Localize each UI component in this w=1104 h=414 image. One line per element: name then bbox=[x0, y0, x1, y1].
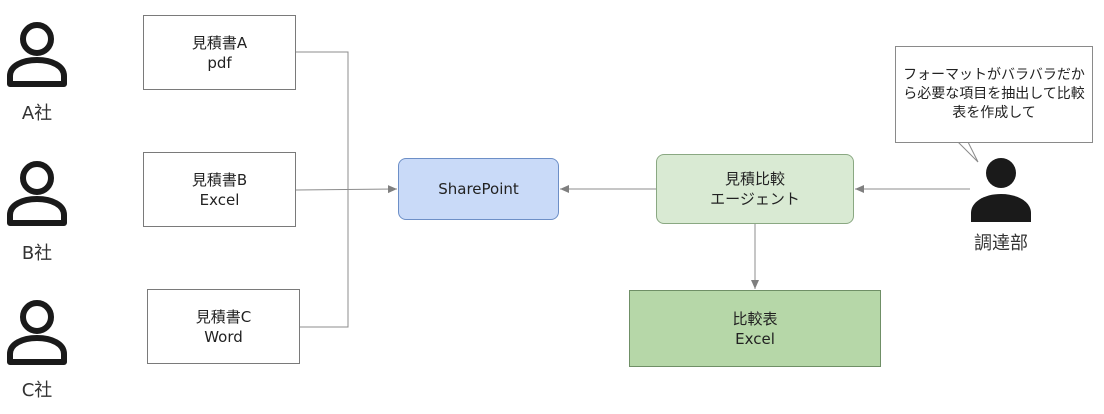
speech-bubble-text: フォーマットがバラバラだから必要な項目を抽出して比較表を作成して bbox=[903, 67, 1085, 121]
document-title: 見積書B bbox=[191, 170, 248, 189]
company-label-c: C社 bbox=[21, 380, 53, 401]
company-label-b: B社 bbox=[21, 243, 53, 264]
document-title: 見積書A bbox=[191, 33, 248, 52]
document-box-a: 見積書A pdf bbox=[143, 15, 296, 90]
sharepoint-label: SharePoint bbox=[438, 180, 519, 198]
agent-label-line1: 見積比較 bbox=[724, 170, 785, 188]
company-label-a: A社 bbox=[21, 103, 53, 124]
comparison-table-line2: Excel bbox=[735, 329, 775, 348]
person-outline-icon bbox=[7, 300, 67, 365]
document-format: pdf bbox=[207, 53, 232, 72]
agent-box: 見積比較 エージェント bbox=[656, 154, 854, 224]
procurement-label: 調達部 bbox=[974, 233, 1028, 254]
document-title: 見積書C bbox=[195, 307, 252, 326]
person-outline-icon bbox=[7, 22, 67, 87]
person-filled-icon bbox=[971, 158, 1031, 222]
document-box-c: 見積書C Word bbox=[147, 289, 300, 364]
person-outline-icon bbox=[7, 161, 67, 226]
agent-label-line2: エージェント bbox=[710, 190, 800, 208]
connector-doc-a bbox=[296, 51, 349, 189]
speech-bubble: フォーマットがバラバラだから必要な項目を抽出して比較表を作成して bbox=[895, 46, 1093, 143]
sharepoint-box: SharePoint bbox=[398, 158, 559, 220]
speech-bubble-tail bbox=[957, 141, 979, 163]
comparison-table-line1: 比較表 bbox=[732, 309, 778, 328]
document-format: Excel bbox=[199, 190, 240, 209]
comparison-table-box: 比較表 Excel bbox=[629, 290, 881, 367]
arrow-to-sharepoint bbox=[295, 185, 398, 194]
connector-doc-c bbox=[300, 189, 349, 328]
document-box-b: 見積書B Excel bbox=[143, 152, 296, 227]
document-format: Word bbox=[204, 327, 243, 346]
